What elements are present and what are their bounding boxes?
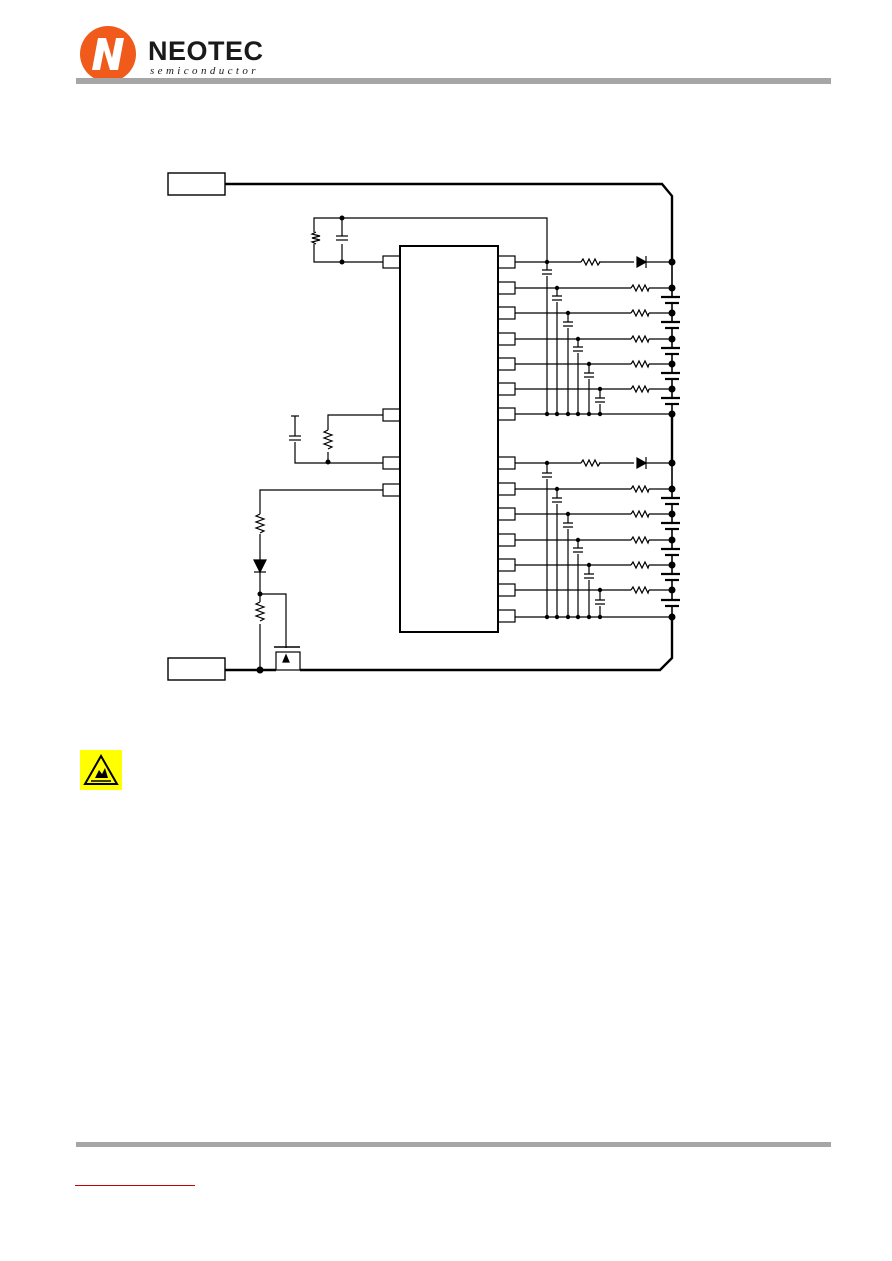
pack-negative-rail bbox=[225, 618, 674, 672]
ic-pin-right bbox=[497, 332, 516, 346]
ic-pin-right bbox=[497, 357, 516, 371]
protection-ic-body bbox=[399, 245, 499, 633]
footer-website-link[interactable] bbox=[75, 1171, 195, 1186]
application-circuit-diagram bbox=[167, 172, 680, 681]
ic-pin-right bbox=[497, 456, 516, 470]
neotec-logo-icon bbox=[80, 26, 136, 82]
brand-name: NEOTEC bbox=[148, 36, 264, 66]
ic-pin-right bbox=[497, 533, 516, 547]
ic-pin-left-4 bbox=[382, 483, 401, 497]
ic-pin-left-3 bbox=[382, 456, 401, 470]
negative-terminal-box bbox=[167, 657, 226, 681]
pack-positive-rail bbox=[225, 182, 674, 262]
ic-pin-right bbox=[497, 255, 516, 269]
brand-tagline: semiconductor bbox=[150, 65, 259, 77]
ic-pin-right bbox=[497, 382, 516, 396]
ic-pin-right bbox=[497, 407, 516, 421]
positive-terminal-box bbox=[167, 172, 226, 196]
ic-pin-right bbox=[497, 281, 516, 295]
ic-pin-right bbox=[497, 583, 516, 597]
ic-pin-left-2 bbox=[382, 408, 401, 422]
footer-rule bbox=[76, 1142, 831, 1147]
header-rule bbox=[76, 78, 831, 84]
ic-pin-right bbox=[497, 306, 516, 320]
ic-pin-right bbox=[497, 609, 516, 623]
ic-pin-right bbox=[497, 558, 516, 572]
page-header: NEOTEC semiconductor bbox=[0, 0, 892, 90]
ic-pin-left-1 bbox=[382, 255, 401, 269]
esd-warning-icon bbox=[80, 750, 122, 790]
ic-pin-right bbox=[497, 482, 516, 496]
ic-pin-right bbox=[497, 507, 516, 521]
